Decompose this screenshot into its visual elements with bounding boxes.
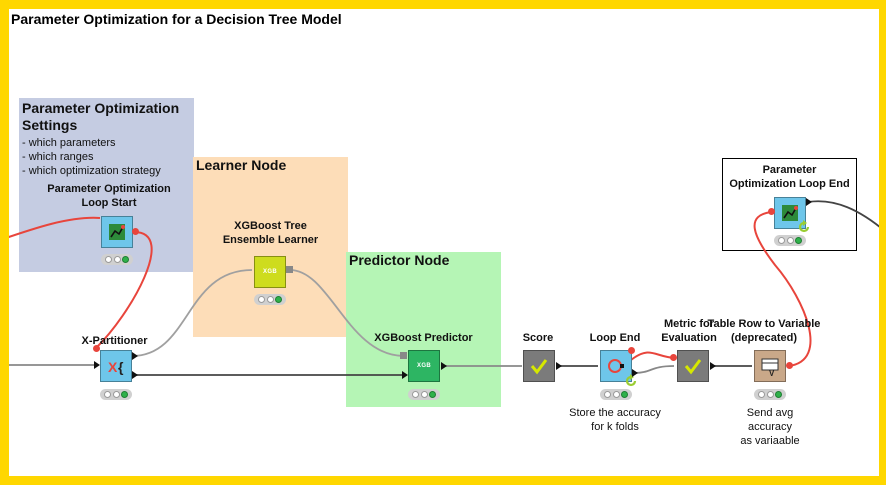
line-chart-icon [109,224,125,240]
node-comment-loop-end[interactable]: Store the accuracy for k folds [569,407,661,433]
loop-end-icon [608,359,624,373]
annotation-settings-line: - which ranges [22,151,94,163]
port-metric-out[interactable] [710,362,716,370]
red-wire-loopstart-xpartitioner[interactable] [95,231,153,349]
node-status-xgb-learner [254,294,286,305]
node-xgb-predictor[interactable]: XGB [408,350,440,382]
node-label-opt-loop-end[interactable]: Parameter Optimization Loop End [729,164,850,190]
port-loop-end-out[interactable] [632,369,638,377]
node-status-opt-loop-end [774,235,806,246]
port-predictor-data-in[interactable] [402,371,408,379]
node-status-loop-end [600,389,632,400]
xgb-icon: XGB [417,363,431,369]
port-learner-model-out[interactable] [286,266,293,273]
port-x-partitioner-var-in[interactable] [93,345,100,352]
annotation-learner-title: Learner Node [196,157,287,173]
annotation-settings-line: - which optimization strategy [22,165,161,177]
port-table-row-var-out[interactable] [786,362,793,369]
node-label-scorer[interactable]: Score [522,332,554,344]
svg-text:V: V [769,369,775,378]
wire-xpartitioner-learner[interactable] [131,269,253,357]
node-table-row-to-var[interactable]: V [754,350,786,382]
node-label-metric-eval[interactable]: Metric for Evaluation [661,318,717,344]
node-metric-eval[interactable] [677,350,709,382]
wire-learner-predictor[interactable] [289,269,405,357]
refresh-loop-icon [625,374,637,387]
port-opt-loop-end-out[interactable] [806,198,812,206]
port-metric-var-in[interactable] [670,354,677,361]
node-status-loop-start [101,254,133,265]
port-predictor-model-in[interactable] [400,352,407,359]
red-wire-in-loopstart[interactable] [0,216,101,241]
port-scorer-out[interactable] [556,362,562,370]
annotation-settings-title: Parameter Optimization Settings [22,100,180,133]
red-wire-tablerow-optloopend[interactable] [753,211,812,367]
port-loop-start-out[interactable] [132,228,139,235]
checkmark-icon [530,359,548,375]
node-xgb-learner[interactable]: XGB [254,256,286,288]
refresh-loop-icon [798,220,810,233]
node-status-xgb-predictor [408,389,440,400]
node-label-xgb-learner[interactable]: XGBoost Tree Ensemble Learner [222,220,319,246]
node-scorer[interactable] [523,350,555,382]
line-chart-icon [782,205,798,221]
node-comment-table-row-to-var[interactable]: Send avg accuracy as variaable [740,407,800,447]
node-label-loop-end[interactable]: Loop End [589,332,641,344]
port-x-partitioner-out-test[interactable] [132,371,138,379]
port-x-partitioner-in[interactable] [94,361,100,369]
checkmark-icon [684,359,702,375]
node-label-x-partitioner[interactable]: X-Partitioner [81,335,148,347]
port-opt-loop-end-var-in[interactable] [768,208,775,215]
node-status-x-partitioner [100,389,132,400]
node-status-table-row-to-var [754,389,786,400]
port-x-partitioner-out-train[interactable] [132,352,138,360]
svg-text:{: { [118,359,124,375]
node-label-table-row-to-var[interactable]: Table Row to Variable (deprecated) [707,318,821,344]
wire-optloopend-out[interactable] [807,200,886,233]
x-brace-icon: X { [108,359,124,375]
port-predictor-out[interactable] [441,362,447,370]
annotation-learner[interactable]: Learner Node [193,157,348,337]
xgb-icon: XGB [263,269,277,275]
node-loop-end[interactable] [600,350,632,382]
svg-text:X: X [108,359,118,375]
annotation-settings-line: - which parameters [22,137,116,149]
port-loop-end-var-out[interactable] [628,347,635,354]
node-label-xgb-predictor[interactable]: XGBoost Predictor [374,332,473,344]
annotation-predictor-title: Predictor Node [349,252,450,268]
node-label-loop-start[interactable]: Parameter Optimization Loop Start [47,183,171,209]
variable-icon: V [761,358,779,378]
workflow-title: Parameter Optimization for a Decision Tr… [11,11,342,27]
node-x-partitioner[interactable]: X { [100,350,132,382]
